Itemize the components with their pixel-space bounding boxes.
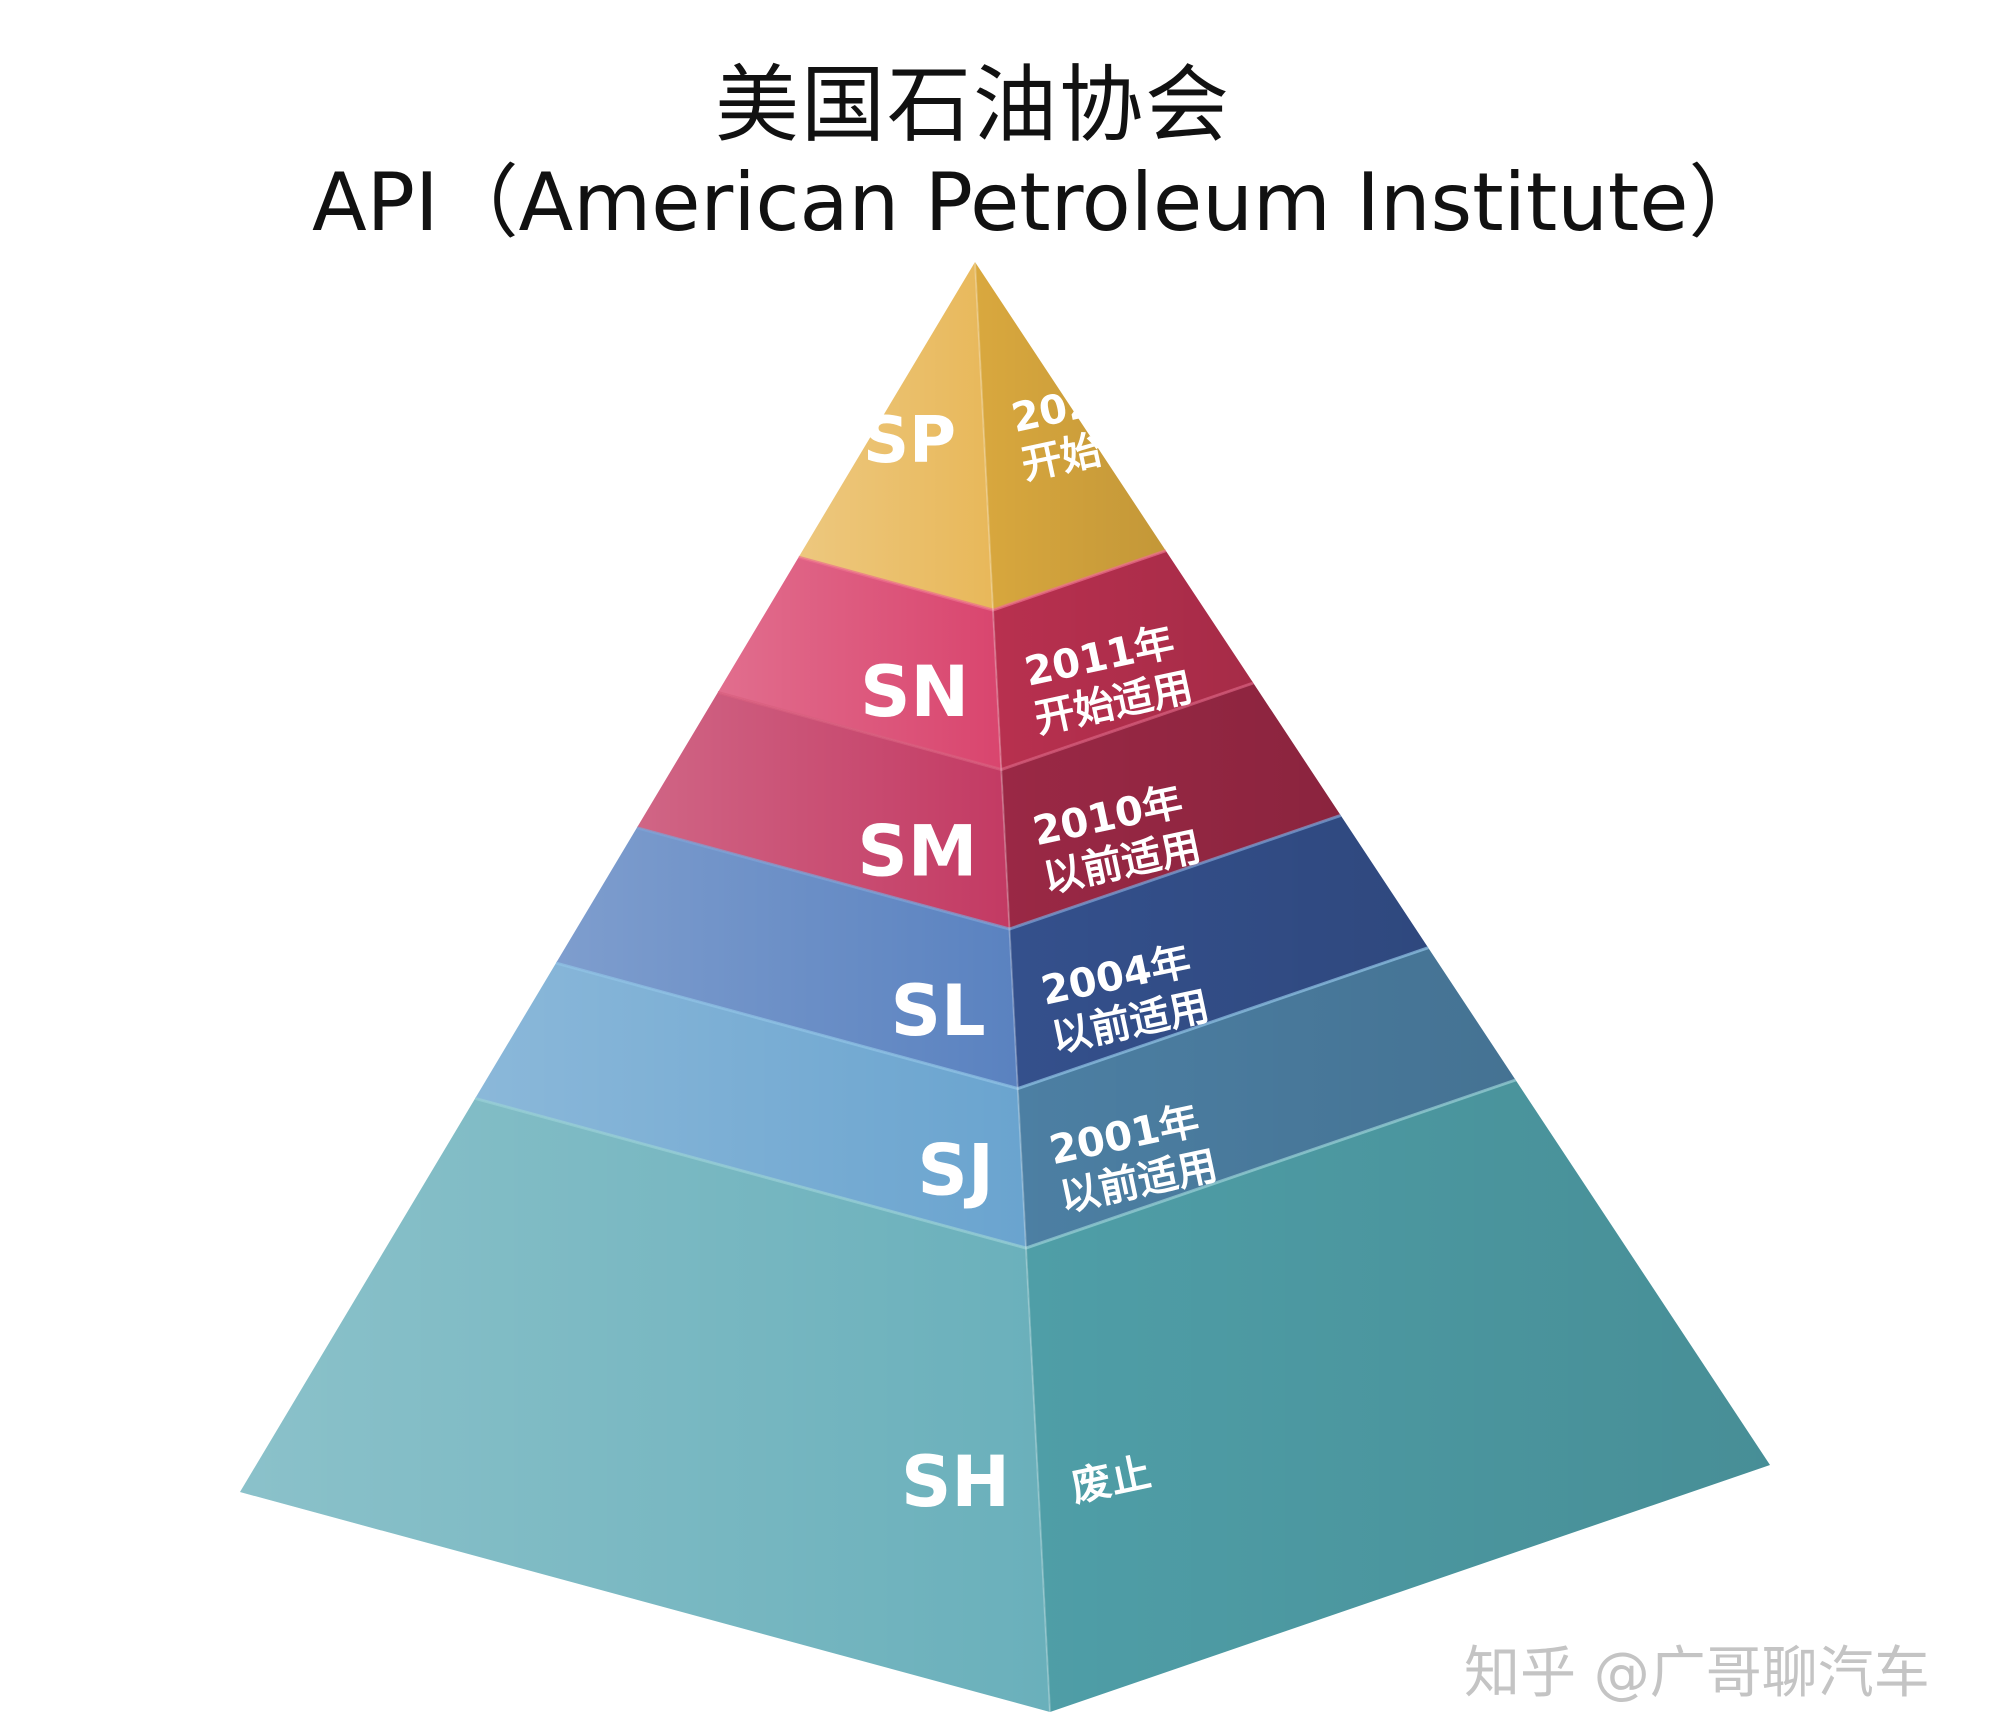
grade-label-sl: SL: [891, 970, 986, 1052]
band-edge-sl: [636, 813, 1342, 931]
pyramid-right-shade-sn: [993, 550, 1254, 770]
band-edge-sh: [474, 1078, 1517, 1250]
pyramid-left-sheen-sn: [717, 557, 1002, 770]
grade-label-sn: SN: [860, 651, 969, 733]
grade-label-sp: SP: [863, 404, 956, 478]
grade-label-sj: SJ: [917, 1129, 993, 1211]
grade-label-sm: SM: [857, 810, 977, 892]
band-edge-sn: [798, 549, 1167, 612]
title-chinese: 美国石油协会: [714, 56, 1231, 154]
title-english: API（American Petroleum Institute）: [312, 156, 1769, 249]
grade-label-sh: SH: [901, 1441, 1010, 1523]
pyramid-right-shade-sp: [975, 262, 1166, 610]
pyramid-left-sheen-sl: [556, 827, 1018, 1089]
watermark: 知乎 @广哥聊汽车: [1464, 1641, 1930, 1706]
pyramid-ridge: [974, 261, 1051, 1713]
pyramid-left-sheen-sh: [240, 1098, 1050, 1712]
pyramid-left-sheen-sj: [475, 963, 1026, 1248]
pyramid-left-sheen-sp: [798, 262, 993, 610]
band-edge-sj: [555, 946, 1429, 1091]
band-edge-sm: [717, 681, 1254, 772]
pyramid-left-sheen-sm: [636, 692, 1010, 929]
pyramid-right-shade-sh: [1026, 1080, 1770, 1712]
pyramid-right-shade-sl: [1009, 815, 1429, 1089]
pyramid-right-shade-sj: [1017, 947, 1516, 1248]
pyramid-right-shade-sm: [1001, 683, 1341, 929]
